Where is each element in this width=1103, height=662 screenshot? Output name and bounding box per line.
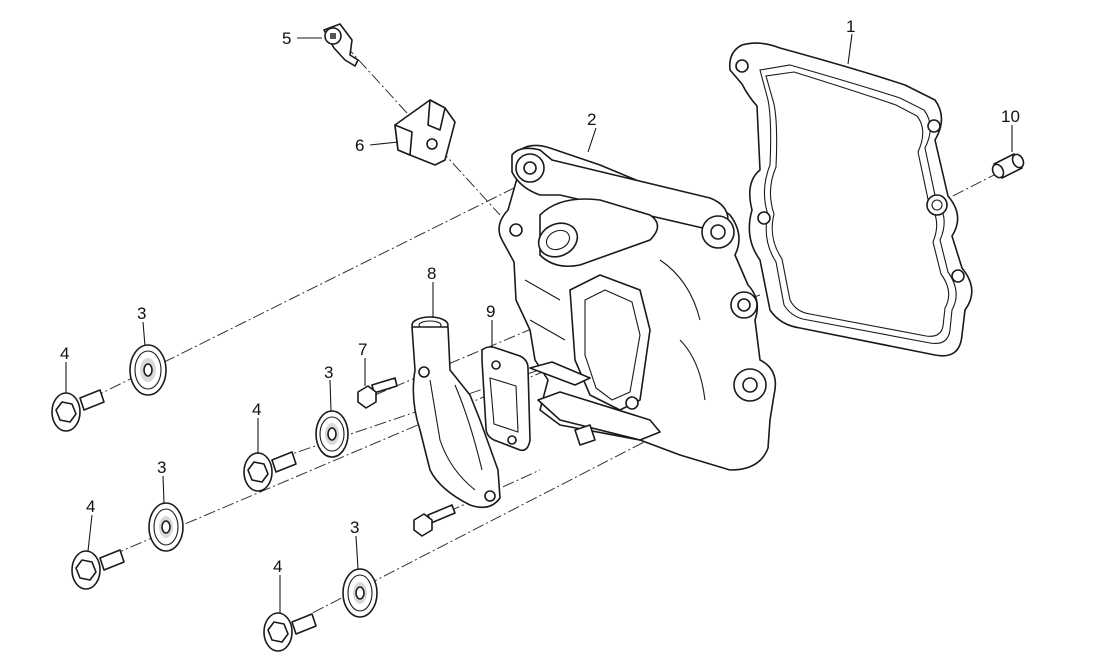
callout-labels: 1 2 3 3 3 3 4 4 4 4 5 6 7 8 9 10 [60,17,1020,576]
shoulder-bolt-4c [71,549,125,590]
callout-2: 2 [587,110,596,129]
dowel-pin [991,153,1025,179]
callout-3d: 3 [350,518,359,537]
flange-bolt-7 [357,377,398,409]
washer-3b [315,410,349,458]
screw-5 [323,23,359,67]
pipe-gasket [481,346,531,452]
washer-3c [148,502,184,552]
callout-9: 9 [486,302,495,321]
shoulder-bolt-4d [263,612,317,652]
leader-lines [65,33,1013,613]
shoulder-bolt-4b [243,451,297,492]
elbow-pipe [411,316,501,509]
callout-4c: 4 [86,497,95,516]
callout-6: 6 [355,136,364,155]
callout-8: 8 [427,264,436,283]
callout-4b: 4 [252,400,261,419]
callout-5: 5 [282,29,291,48]
washer-3a [129,344,167,396]
callout-4d: 4 [273,557,282,576]
flange-bolt-lower [413,504,456,537]
callout-1: 1 [846,17,855,36]
callout-10: 10 [1001,107,1020,126]
callout-4a: 4 [60,344,69,363]
gasket [728,42,973,357]
washer-3d [342,568,378,618]
callout-7: 7 [358,340,367,359]
cylinder-head-cover [498,144,777,471]
callout-3b: 3 [324,363,333,382]
callout-3a: 3 [137,304,146,323]
shoulder-bolt-4a [51,389,105,432]
clip-bracket [394,99,456,166]
callout-3c: 3 [157,458,166,477]
